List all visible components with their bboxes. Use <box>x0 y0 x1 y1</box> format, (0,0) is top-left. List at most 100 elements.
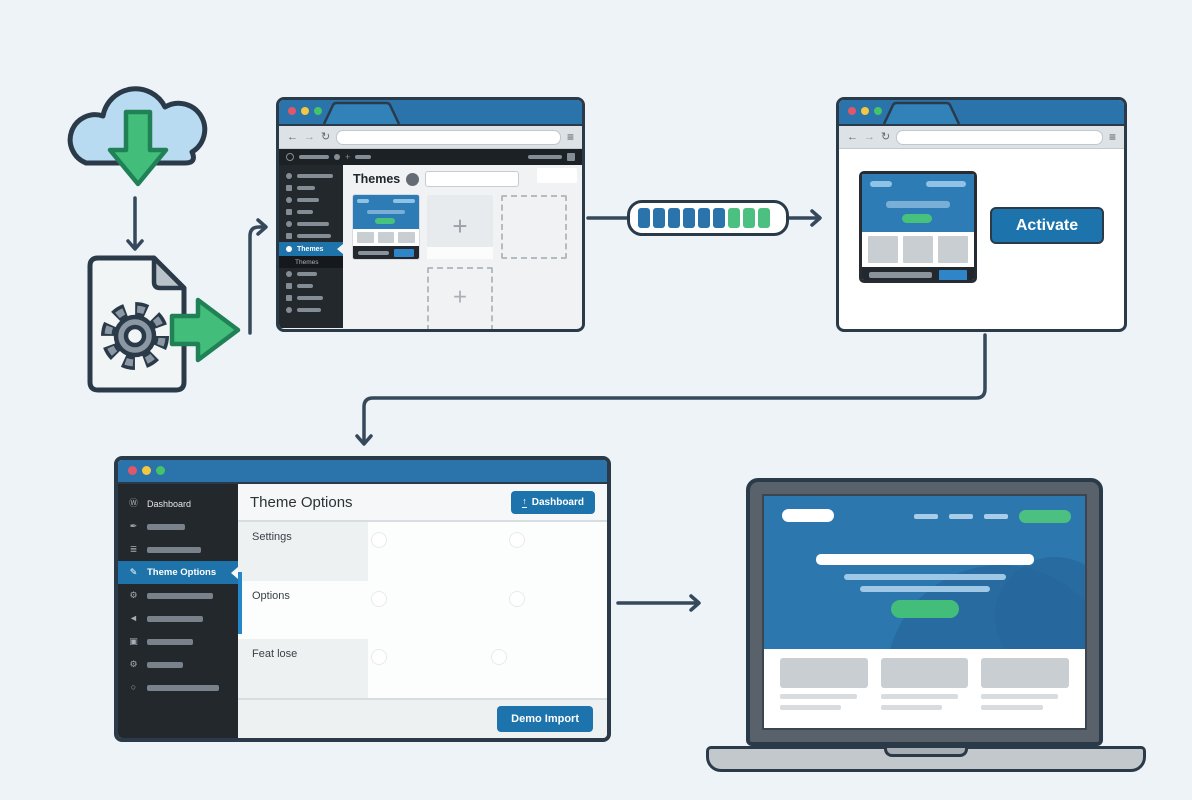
sidebar-item-posts[interactable]: ✒ <box>118 515 238 538</box>
browser-menu-icon[interactable]: ≡ <box>566 130 574 144</box>
theme-preview-card[interactable] <box>859 171 977 283</box>
nav-cta-button[interactable] <box>1019 510 1071 523</box>
section-label: Options <box>252 589 290 602</box>
sidebar-item-pages[interactable] <box>279 206 343 218</box>
browser-menu-icon[interactable]: ≡ <box>1108 130 1116 144</box>
wordpress-logo-icon: Ⓦ <box>128 498 138 508</box>
sidebar-item-tools[interactable] <box>279 280 343 292</box>
refresh-icon[interactable]: ↻ <box>321 130 331 143</box>
nav-link[interactable] <box>949 514 973 519</box>
sidebar-item-pages[interactable]: ≣ <box>118 538 238 561</box>
pin-icon: ✒ <box>129 521 138 531</box>
theme-action-button[interactable] <box>394 248 414 257</box>
sidebar-subitem-themes[interactable]: Themes <box>279 256 343 268</box>
sidebar-item-misc[interactable]: ○ <box>118 676 238 699</box>
url-field[interactable] <box>896 129 1103 145</box>
browser-window-activate: ← → ↻ ≡ <box>836 97 1127 332</box>
section-label: Feat lose <box>252 648 298 661</box>
activate-button[interactable]: Activate <box>990 207 1104 244</box>
gear-icon: ⚙ <box>129 659 138 669</box>
arrow-browser2-to-options <box>362 333 987 443</box>
dashboard-button[interactable]: ↑ Dashboard <box>511 490 595 514</box>
gear-icon <box>101 302 169 370</box>
site-logo <box>782 509 834 522</box>
wordpress-logo-icon[interactable] <box>286 153 294 161</box>
options-titlebar <box>118 460 607 484</box>
add-new-button-ghost[interactable] <box>537 168 577 183</box>
wp-admin-sidebar: Themes Themes <box>279 165 343 328</box>
sidebar-item-dashboard[interactable] <box>279 170 343 182</box>
empty-theme-slot-plus[interactable]: + <box>427 267 493 329</box>
sidebar-item-media[interactable]: ▣ <box>118 630 238 653</box>
sidebar-item-themes-active[interactable]: Themes <box>279 242 343 256</box>
brush-icon <box>286 233 292 239</box>
hero-headline <box>815 554 1034 565</box>
activate-page: Activate <box>839 149 1124 307</box>
themes-icon <box>286 246 292 252</box>
sidebar-item-comments[interactable] <box>279 218 343 230</box>
add-theme-card[interactable]: + <box>427 195 493 259</box>
options-admin-sidebar: Ⓦ Dashboard ✒ ≣ ✎ Theme Options ⚙ <box>118 484 238 738</box>
forward-icon[interactable]: → <box>864 130 875 143</box>
plus-icon: + <box>452 211 468 242</box>
sidebar-item-plugins[interactable] <box>279 292 343 304</box>
laptop-notch <box>884 748 968 757</box>
close-window-button[interactable] <box>848 107 856 115</box>
window-controls <box>848 107 882 115</box>
close-window-button[interactable] <box>128 466 137 475</box>
sidebar-item-appearance[interactable] <box>279 230 343 242</box>
maximize-window-button[interactable] <box>874 107 882 115</box>
comments-icon[interactable] <box>334 154 340 160</box>
refresh-icon[interactable]: ↻ <box>881 130 891 143</box>
list-icon: ≣ <box>129 544 138 554</box>
option-row-feat: Feat lose <box>238 639 607 699</box>
gear-icon <box>286 307 292 313</box>
hero-cta-button[interactable] <box>890 600 959 618</box>
wrench-icon <box>286 283 292 289</box>
window-controls <box>288 107 322 115</box>
sidebar-item-settings[interactable] <box>279 304 343 316</box>
nav-link[interactable] <box>984 514 1008 519</box>
file-fold <box>151 255 187 291</box>
installed-theme-card[interactable] <box>353 195 419 259</box>
settings-file-icon <box>87 255 241 393</box>
site-hero <box>764 496 1085 650</box>
sidebar-item-marketing[interactable]: ◄ <box>118 607 238 630</box>
options-footer: Demo Import <box>238 698 607 738</box>
browser-tab[interactable] <box>321 100 405 124</box>
plugin-icon <box>286 295 292 301</box>
nav-link[interactable] <box>914 514 938 519</box>
pages-icon <box>286 209 292 215</box>
option-row-settings: Settings <box>238 522 607 581</box>
avatar[interactable] <box>567 153 575 161</box>
minimize-window-button[interactable] <box>861 107 869 115</box>
sidebar-item-appearance[interactable]: ⚙ <box>118 584 238 607</box>
forward-icon[interactable]: → <box>304 130 315 143</box>
maximize-window-button[interactable] <box>156 466 165 475</box>
option-row-options: Options <box>238 581 607 640</box>
page-title: Theme Options <box>250 493 353 511</box>
new-label-placeholder <box>355 155 372 159</box>
url-field[interactable] <box>336 129 561 145</box>
new-icon[interactable]: + <box>345 151 351 162</box>
demo-import-button[interactable]: Demo Import <box>497 706 593 732</box>
theme-action-button[interactable] <box>939 269 967 280</box>
minimize-window-button[interactable] <box>301 107 309 115</box>
browser-tab[interactable] <box>881 100 965 124</box>
sidebar-item-users[interactable] <box>279 268 343 280</box>
sidebar-item-posts[interactable] <box>279 182 343 194</box>
back-icon[interactable]: ← <box>847 130 858 143</box>
close-window-button[interactable] <box>288 107 296 115</box>
circle-icon: ○ <box>130 682 137 692</box>
sidebar-item-settings[interactable]: ⚙ <box>118 653 238 676</box>
theme-search-input[interactable] <box>425 171 520 187</box>
sidebar-item-theme-options-active[interactable]: ✎ Theme Options <box>118 561 238 584</box>
back-icon[interactable]: ← <box>287 130 298 143</box>
empty-area <box>501 267 567 329</box>
dashboard-icon <box>286 173 292 179</box>
wp-admin-toolbar: + <box>279 149 582 165</box>
sidebar-item-media[interactable] <box>279 194 343 206</box>
maximize-window-button[interactable] <box>314 107 322 115</box>
sidebar-item-dashboard[interactable]: Ⓦ Dashboard <box>128 498 192 509</box>
minimize-window-button[interactable] <box>142 466 151 475</box>
